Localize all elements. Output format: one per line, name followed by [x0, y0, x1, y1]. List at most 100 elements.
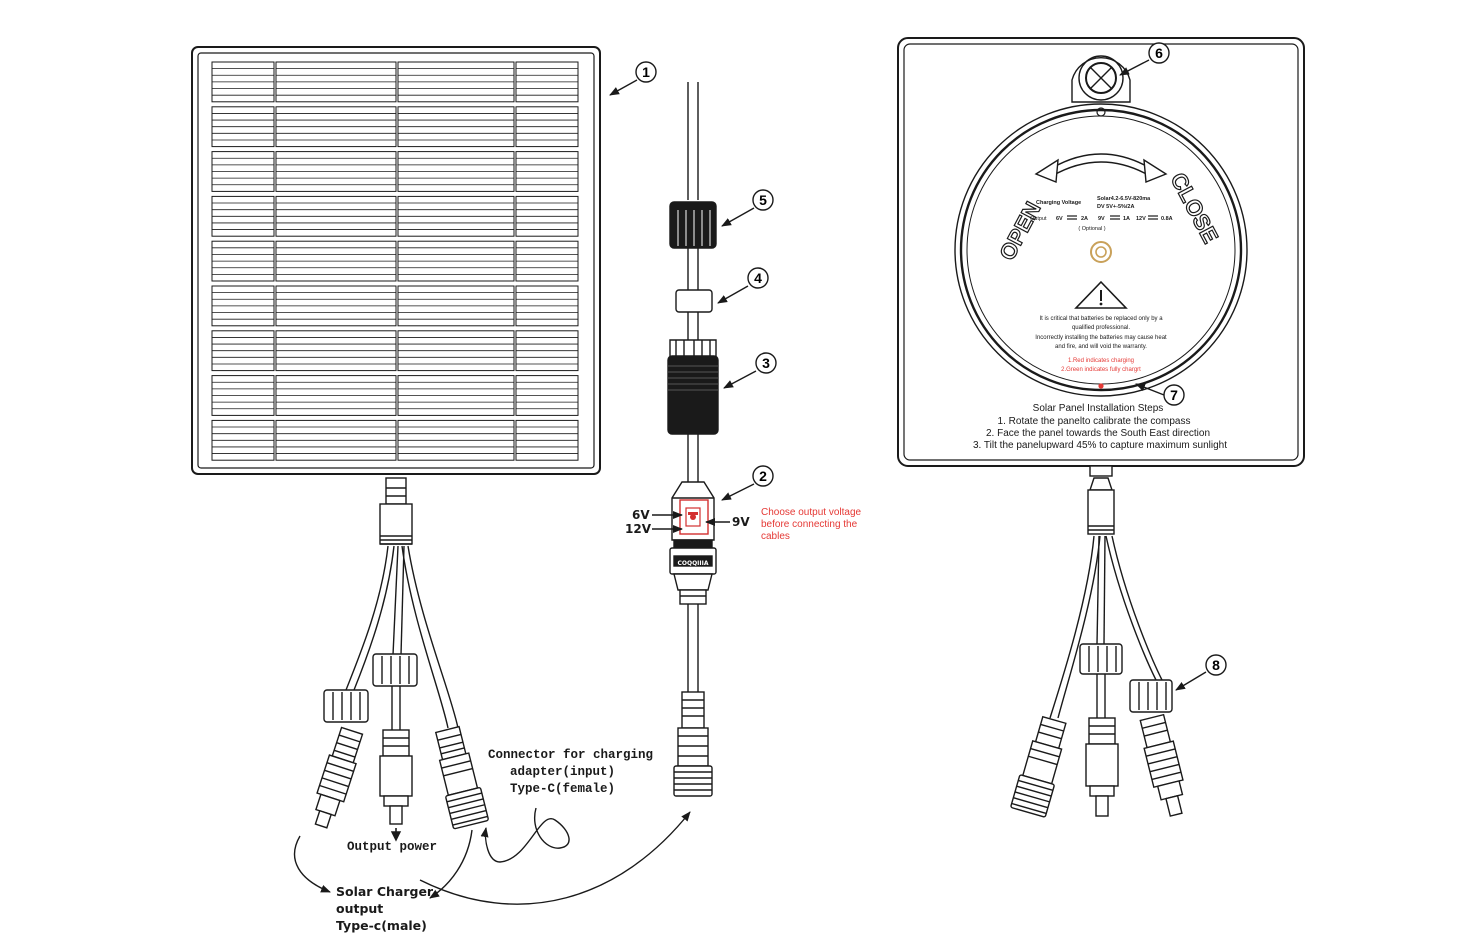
- callout-5-number: 5: [759, 192, 767, 208]
- callout-2-number: 2: [759, 468, 767, 484]
- solar-cell: [211, 151, 275, 192]
- callout-6-number: 6: [1155, 45, 1163, 61]
- solar-cell: [397, 330, 515, 372]
- charging-input-connector: [434, 725, 489, 830]
- output-connector-left: [314, 689, 369, 829]
- callout-4: 4: [747, 267, 769, 289]
- solar-cell: [211, 419, 275, 461]
- solar-cell: [397, 419, 515, 461]
- solar-cell-grid: [211, 61, 579, 461]
- warning-line2: qualified professional.: [1072, 325, 1130, 331]
- callout-7: 7: [1163, 384, 1185, 406]
- callout-8: 8: [1205, 654, 1227, 676]
- installation-steps: Solar Panel Installation Steps 1. Rotate…: [973, 403, 1227, 451]
- solar-cell: [397, 375, 515, 416]
- solar-output-line2: output: [336, 901, 383, 916]
- installation-title: Solar Panel Installation Steps: [1033, 403, 1164, 414]
- warning-line1: It is critical that batteries be replace…: [1039, 316, 1163, 322]
- callout-3: 3: [755, 352, 777, 374]
- solar-cell: [515, 330, 579, 372]
- out-6v-amps: 2A: [1081, 216, 1088, 222]
- solar-cell: [515, 375, 579, 416]
- voltage-switch-leaders: [652, 511, 730, 533]
- input-connector-line2: adapter(input): [510, 765, 615, 779]
- warning-line3: Incorrectly installing the batteries may…: [1035, 335, 1167, 341]
- solar-cell: [275, 330, 397, 372]
- callout-2: 2: [752, 465, 774, 487]
- callout-3-number: 3: [762, 355, 770, 371]
- callout-1-number: 1: [642, 64, 650, 80]
- output-label: Output: [1030, 216, 1047, 222]
- installation-step-1: 1. Rotate the panelto calibrate the comp…: [998, 416, 1191, 427]
- output-power-label: Output power: [347, 840, 437, 854]
- led-green-note: 2.Green indicates fully chargrt: [1061, 367, 1141, 373]
- solar-output-line3: Type-c(male): [336, 918, 427, 933]
- installation-step-2: 2. Face the panel towards the South East…: [986, 428, 1210, 439]
- solar-cell: [515, 106, 579, 148]
- solar-cell: [211, 375, 275, 416]
- solar-cell: [275, 240, 397, 282]
- output-power-connector: [372, 653, 418, 842]
- solar-cell: [211, 285, 275, 327]
- switch-note-line2: before connecting the: [761, 519, 858, 530]
- solar-cell: [397, 285, 515, 327]
- label-6v: 6V: [632, 508, 650, 522]
- panel-cable-front: [345, 477, 459, 729]
- voltage-switch-labels: 6V 12V 9V Choose output voltage before c…: [625, 507, 862, 567]
- solar-cell: [397, 106, 515, 148]
- solar-cell: [275, 375, 397, 416]
- connector-labels: Connector for charging adapter(input) Ty…: [336, 748, 653, 933]
- led-red-note: 1.Red indicates charging: [1068, 358, 1134, 364]
- back-label-text: OPEN CLOSE Charging Voltage Solar4.2-6.5…: [994, 168, 1224, 373]
- solar-cell: [211, 240, 275, 282]
- input-connector-line3: Type-C(female): [510, 782, 615, 796]
- optional-label: ( Optional ): [1078, 226, 1105, 232]
- callout-1: 1: [635, 61, 657, 83]
- solar-cell: [275, 419, 397, 461]
- panel-cable-back: [1010, 535, 1184, 818]
- dv-spec: DV 5V+-5%/2A: [1097, 204, 1134, 210]
- callout-4-number: 4: [754, 270, 762, 286]
- solar-cell: [397, 195, 515, 237]
- warning-line4: and fire, and will void the warranty.: [1055, 344, 1147, 350]
- cable-assembly: [667, 82, 719, 797]
- label-12v: 12V: [625, 522, 652, 536]
- solar-cell: [275, 61, 397, 103]
- switch-note-line3: cables: [761, 531, 790, 542]
- out-9v: 9V: [1098, 216, 1105, 222]
- solar-cell: [275, 151, 397, 192]
- installation-step-3: 3. Tilt the panelupward 45% to capture m…: [973, 440, 1227, 451]
- callout-6: 6: [1148, 42, 1170, 64]
- out-9v-amps: 1A: [1123, 216, 1130, 222]
- solar-cell: [211, 106, 275, 148]
- charging-voltage-label: Charging Voltage: [1036, 200, 1081, 206]
- out-6v: 6V: [1056, 216, 1063, 222]
- solar-cell: [211, 195, 275, 237]
- solar-cell: [275, 195, 397, 237]
- solar-cell: [211, 330, 275, 372]
- callout-5: 5: [752, 189, 774, 211]
- solar-cell: [275, 106, 397, 148]
- callout-bubbles: 1 2 3 4 5 6 7 8: [635, 42, 1227, 676]
- solar-cell: [515, 419, 579, 461]
- solar-cell: [515, 240, 579, 282]
- close-label: CLOSE: [1166, 169, 1224, 248]
- solar-cell: [515, 151, 579, 192]
- solar-cell: [515, 61, 579, 103]
- callout-leaders: [293, 59, 1207, 905]
- out-12v: 12V: [1136, 216, 1146, 222]
- solar-cell: [397, 61, 515, 103]
- solar-cell: [515, 195, 579, 237]
- solar-cell: [211, 61, 275, 103]
- solar-panel-front: [191, 46, 601, 475]
- open-label: OPEN: [994, 198, 1045, 265]
- solar-cell: [275, 285, 397, 327]
- solar-output-line1: Solar Charger: [336, 884, 434, 899]
- label-9v: 9V: [732, 515, 750, 529]
- solar-panel-back: [897, 37, 1305, 535]
- solar-cell: [397, 240, 515, 282]
- out-12v-amps: 0.8A: [1161, 216, 1173, 222]
- solar-spec: Solar4.2-6.5V-820ma: [1097, 196, 1151, 202]
